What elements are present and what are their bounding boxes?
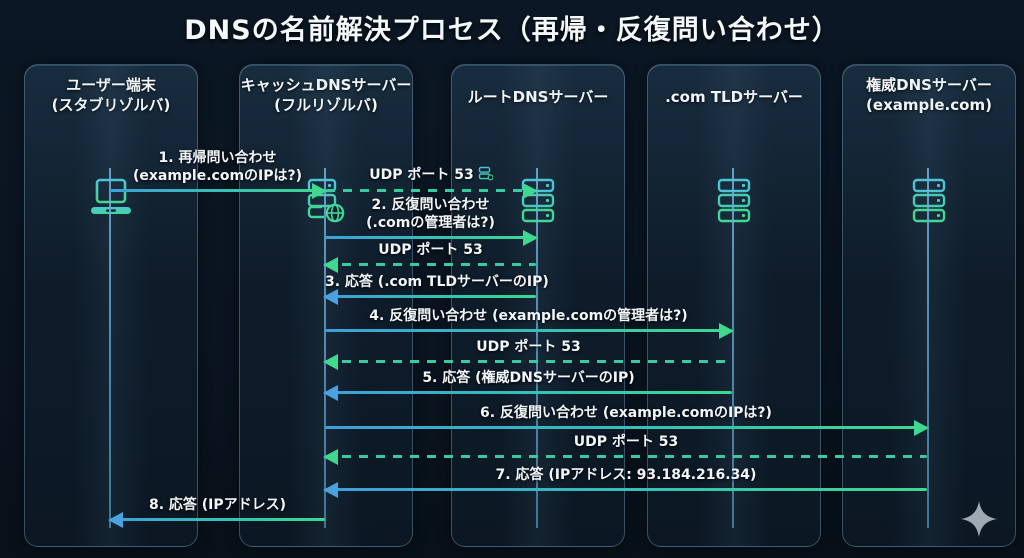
server-stack-icon xyxy=(452,178,624,224)
actor-title-root-dns: ルートDNSサーバー xyxy=(467,88,609,106)
sparkle-icon xyxy=(960,500,998,538)
actor-panel-authoritative-dns: 権威DNSサーバー (example.com) xyxy=(842,64,1016,547)
actor-title-user: ユーザー端末 (スタブリゾルバ) xyxy=(51,76,171,114)
actor-title-cache-dns: キャッシュDNSサーバー (フルリゾルバ) xyxy=(240,76,412,114)
mini-server-icon xyxy=(478,166,494,185)
lifeline-authoritative-dns xyxy=(927,168,929,528)
lifeline-root-dns xyxy=(536,168,538,528)
lifeline-user xyxy=(109,168,111,528)
udp-port-53-arrow-1: UDP ポート 53 xyxy=(326,166,536,192)
message-1-recursive-query-arrow: 1. 再帰問い合わせ (example.comのIPは?) xyxy=(110,150,325,192)
actor-panel-user: ユーザー端末 (スタブリゾルバ) xyxy=(24,64,198,547)
udp-port-53-arrow-3: UDP ポート 53 xyxy=(325,339,732,363)
udp-port-53-arrow-2: UDP ポート 53 xyxy=(325,242,536,266)
message-3-response-arrow: 3. 応答 (.com TLDサーバーのIP) xyxy=(325,274,549,298)
actor-title-tld: .com TLDサーバー xyxy=(665,88,803,106)
message-5-response-arrow: 5. 応答 (権威DNSサーバーのIP) xyxy=(325,370,732,394)
lifeline-tld xyxy=(732,168,734,528)
actor-title-authoritative-dns: 権威DNSサーバー (example.com) xyxy=(866,76,992,114)
message-2-iterative-query-arrow: 2. 反復問い合わせ (.comの管理者は?) xyxy=(325,197,536,239)
actor-panel-tld: .com TLDサーバー xyxy=(647,64,821,547)
server-stack-icon xyxy=(648,178,820,224)
message-7-response-arrow: 7. 応答 (IPアドレス: 93.184.216.34) xyxy=(325,467,927,491)
server-stack-icon xyxy=(843,178,1015,224)
message-8-final-response-arrow: 8. 応答 (IPアドレス) xyxy=(110,497,325,521)
udp-port-53-arrow-4: UDP ポート 53 xyxy=(325,434,927,458)
message-4-iterative-query-arrow: 4. 反復問い合わせ (example.comの管理者は?) xyxy=(325,308,732,332)
message-6-iterative-query-arrow: 6. 反復問い合わせ (example.comのIPは?) xyxy=(325,405,927,429)
actor-panel-cache-dns: キャッシュDNSサーバー (フルリゾルバ) xyxy=(239,64,413,547)
lifeline-cache-dns xyxy=(324,168,326,528)
actor-panel-root-dns: ルートDNSサーバー xyxy=(451,64,625,547)
page-title: DNSの名前解決プロセス（再帰・反復問い合わせ） xyxy=(184,15,840,46)
